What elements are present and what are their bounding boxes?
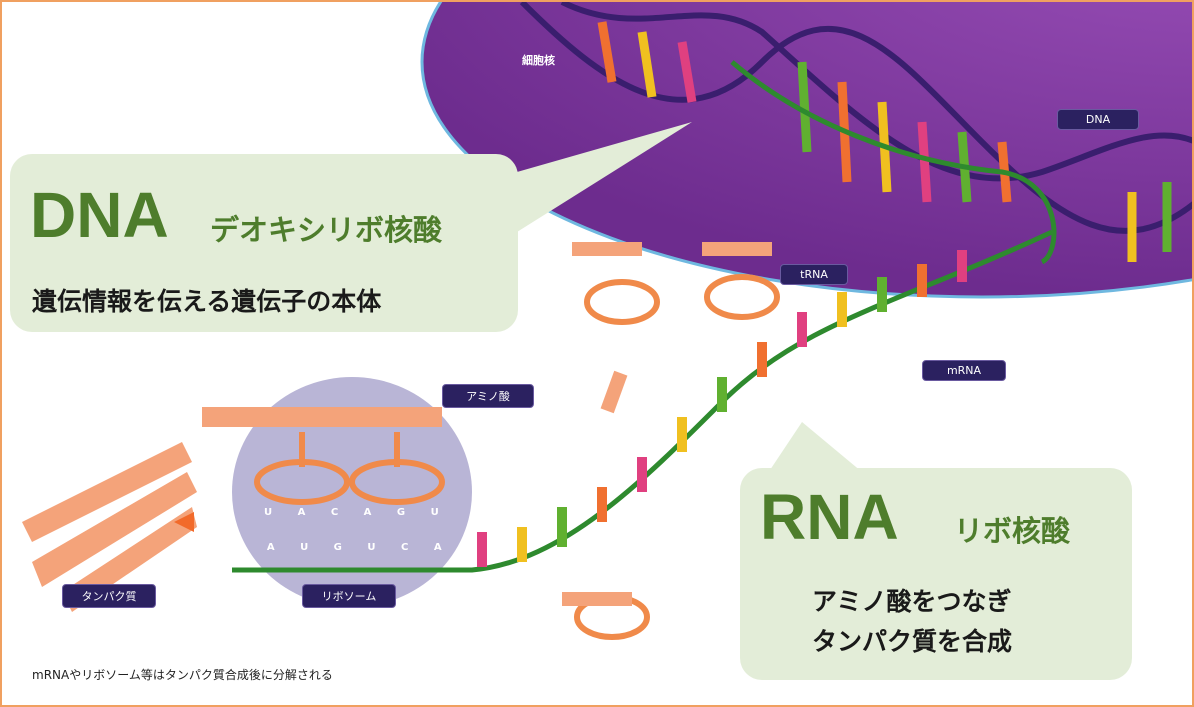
dna-title: DNA bbox=[30, 179, 169, 251]
codon: A bbox=[363, 507, 372, 518]
mrna-bases bbox=[477, 250, 967, 567]
codon: U bbox=[430, 507, 439, 518]
rna-callout bbox=[740, 468, 1132, 680]
codon: U bbox=[367, 542, 376, 553]
ribosome-label: リボソーム bbox=[302, 584, 396, 608]
amino-acid-label: アミノ酸 bbox=[442, 384, 534, 408]
codon: A bbox=[433, 542, 442, 553]
mrna-exit bbox=[730, 60, 1057, 265]
anticodons: U A C A G U bbox=[264, 507, 464, 518]
rna-line1: アミノ酸をつなぎ bbox=[812, 587, 1012, 616]
codon: U bbox=[300, 542, 309, 553]
codon: C bbox=[330, 507, 339, 518]
codon: A bbox=[297, 507, 306, 518]
trna-fragments bbox=[562, 242, 772, 606]
dna-label: DNA bbox=[1057, 109, 1139, 130]
dna-helix bbox=[519, 2, 1192, 262]
nucleus-label: 細胞核 bbox=[522, 54, 555, 67]
mrna-label: mRNA bbox=[922, 360, 1006, 381]
codon: A bbox=[266, 542, 275, 553]
codon: G bbox=[396, 507, 406, 518]
mrna-codons: C A U G U C A bbox=[234, 542, 474, 553]
protein-label: タンパク質 bbox=[62, 584, 156, 608]
rna-line2: タンパク質を合成 bbox=[812, 627, 1013, 656]
trna-label: tRNA bbox=[780, 264, 848, 285]
dna-description: 遺伝情報を伝える遺伝子の本体 bbox=[32, 287, 382, 316]
codon: G bbox=[333, 542, 342, 553]
dna-subtitle: デオキシリボ核酸 bbox=[210, 213, 443, 247]
rna-subtitle: リボ核酸 bbox=[954, 514, 1071, 548]
rna-title: RNA bbox=[760, 481, 899, 553]
codon: C bbox=[400, 542, 409, 553]
codon: C bbox=[234, 542, 242, 553]
dna-callout bbox=[10, 154, 518, 332]
ribosome-body bbox=[232, 377, 472, 607]
codon: U bbox=[264, 507, 273, 518]
footnote: mRNAやリボソーム等はタンパク質合成後に分解される bbox=[32, 668, 333, 682]
